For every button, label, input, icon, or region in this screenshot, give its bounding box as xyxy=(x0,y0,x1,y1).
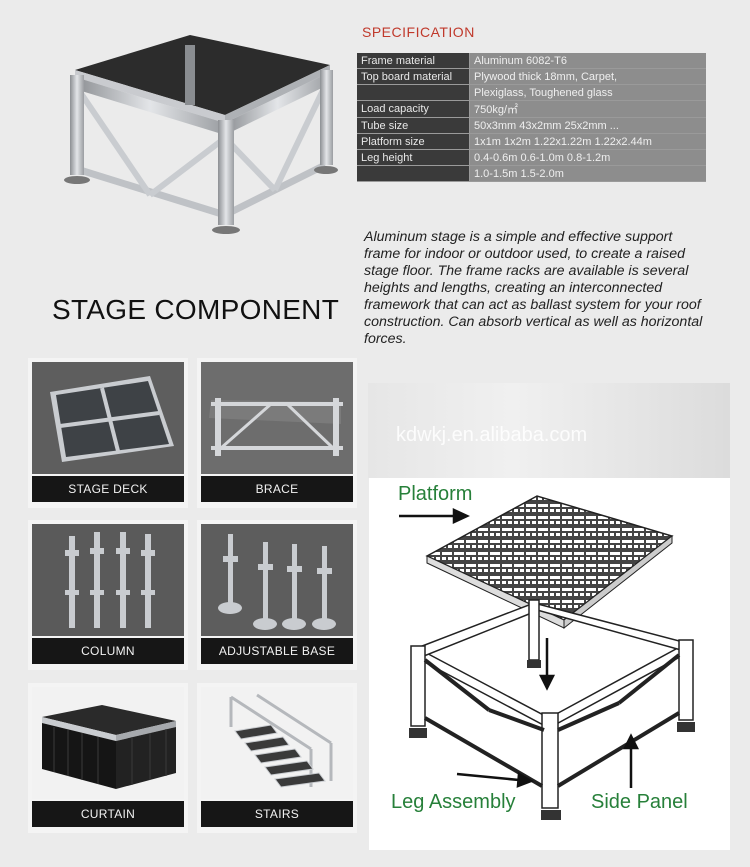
spec-key: Leg height xyxy=(357,150,470,166)
stage-texture-bg xyxy=(368,383,730,478)
stage-diagram: Platform Leg Assembly Side Panel xyxy=(369,478,730,850)
component-card-stairs: STAIRS xyxy=(197,683,357,833)
description-text: Aluminum stage is a simple and effective… xyxy=(364,229,703,347)
side-panel-label: Side Panel xyxy=(591,791,688,813)
spec-value: Aluminum 6082-T6 xyxy=(470,53,706,69)
spec-value: 1x1m 1x2m 1.22x1.22m 1.22x2.44m xyxy=(470,134,706,150)
stairs-photo xyxy=(201,687,353,799)
spec-key: Tube size xyxy=(357,118,470,134)
spec-key: Frame material xyxy=(357,53,470,69)
spec-value: 750kg/㎡ xyxy=(470,101,706,118)
diagram-drawing xyxy=(399,495,695,820)
component-card-brace: BRACE xyxy=(197,358,357,508)
brace-photo xyxy=(201,362,353,474)
component-card-stage-deck: STAGE DECK xyxy=(28,358,188,508)
spec-row: Plexiglass, Toughened glass xyxy=(357,85,706,101)
spec-value: Plexiglass, Toughened glass xyxy=(470,85,706,101)
stage-hero-image xyxy=(64,35,338,234)
component-label: STAGE DECK xyxy=(32,476,184,502)
leg-assembly-label: Leg Assembly xyxy=(391,791,516,813)
curtain-photo xyxy=(32,687,184,799)
spec-row: 1.0-1.5m 1.5-2.0m xyxy=(357,166,706,182)
stage-deck-photo xyxy=(32,362,184,474)
spec-key: Load capacity xyxy=(357,101,470,118)
component-label: COLUMN xyxy=(32,638,184,664)
component-title: STAGE COMPONENT xyxy=(52,294,340,325)
adjustable-base-photo xyxy=(201,524,353,636)
spec-value: Plywood thick 18mm, Carpet, xyxy=(470,69,706,85)
spec-key: Platform size xyxy=(357,134,470,150)
spec-key xyxy=(357,85,470,101)
component-label: CURTAIN xyxy=(32,801,184,827)
component-card-adjustable-base: ADJUSTABLE BASE xyxy=(197,520,357,670)
spec-value: 1.0-1.5m 1.5-2.0m xyxy=(470,166,706,182)
component-card-curtain: CURTAIN xyxy=(28,683,188,833)
spec-value: 0.4-0.6m 0.6-1.0m 0.8-1.2m xyxy=(470,150,706,166)
spec-value: 50x3mm 43x2mm 25x2mm ... xyxy=(470,118,706,134)
watermark: kdwkj.en.alibaba.com xyxy=(396,424,588,446)
component-card-column: COLUMN xyxy=(28,520,188,670)
component-label: STAIRS xyxy=(201,801,353,827)
component-label: BRACE xyxy=(201,476,353,502)
column-photo xyxy=(32,524,184,636)
platform-label: Platform xyxy=(398,483,473,505)
spec-title: SPECIFICATION xyxy=(362,24,475,40)
spec-key xyxy=(357,166,470,182)
component-label: ADJUSTABLE BASE xyxy=(201,638,353,664)
spec-key: Top board material xyxy=(357,69,470,85)
